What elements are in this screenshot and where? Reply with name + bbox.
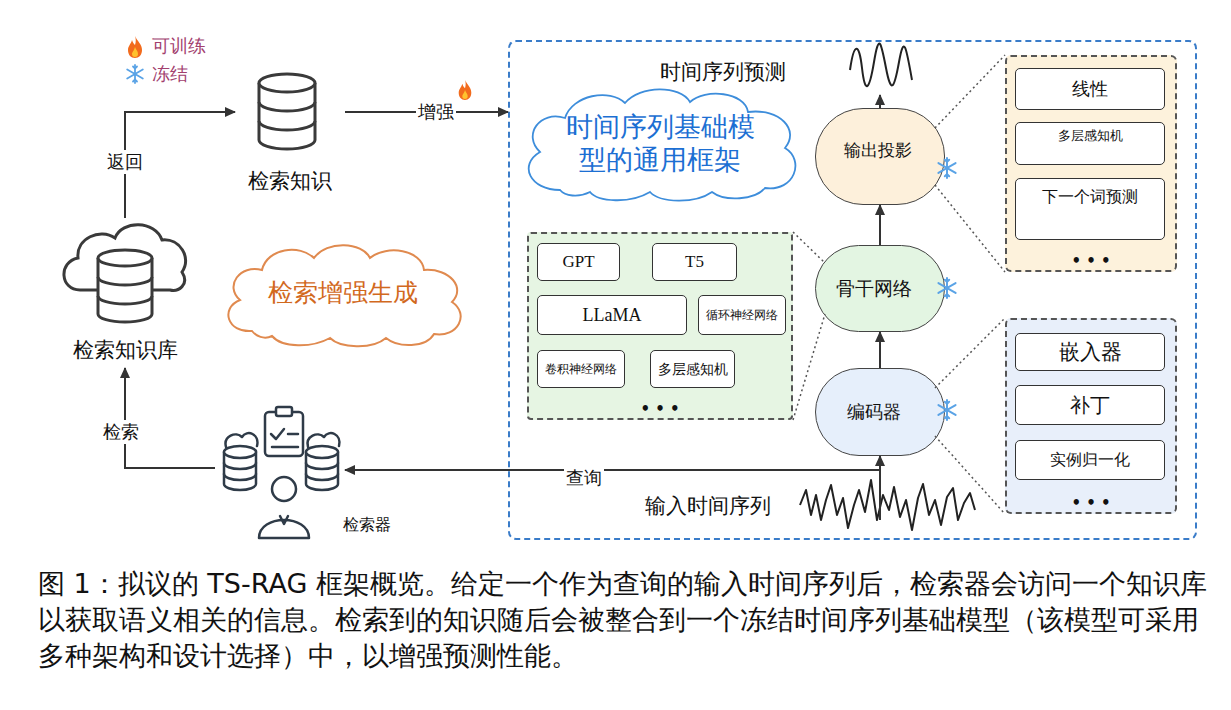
- node-text: • • •: [529, 400, 791, 418]
- edge-label: 检索: [101, 420, 141, 444]
- trainable-symbol: [459, 80, 472, 100]
- node-text: 检索器: [343, 515, 391, 536]
- cloud-path: [228, 245, 460, 346]
- edge-label: 查询: [564, 466, 604, 490]
- edge-label: 返回: [105, 150, 145, 174]
- node-text: 实例归一化: [1050, 450, 1130, 471]
- node-text: • • •: [1007, 252, 1175, 270]
- output-waveform: [850, 44, 912, 87]
- node-text: GPT: [562, 252, 594, 272]
- backbone-pill: 骨干网络: [815, 245, 945, 332]
- option-box: 补丁: [1015, 385, 1165, 425]
- dotted-leader: [935, 318, 1005, 514]
- connector-line: [879, 456, 881, 520]
- node-text: 编码器: [847, 400, 901, 424]
- node-text: 时间序列预测: [660, 58, 786, 86]
- framework-box: 时间序列基础模型的通用框架时间序列预测输出投影• • •线性多层感知机下一个词预…: [508, 40, 1197, 540]
- connector-line: [879, 95, 881, 108]
- input-series: 输入时间序列: [640, 470, 975, 535]
- node-text: 下一个词预测: [1016, 187, 1164, 208]
- figure-caption: 图 1：拟议的 TS-RAG 框架概览。给定一个作为查询的输入时间序列后，检索器…: [38, 566, 1223, 674]
- connector-line: [935, 185, 1005, 272]
- frozen-symbol: [127, 65, 143, 83]
- arrow-connector: [880, 205, 881, 245]
- forecast-output: 时间序列预测: [640, 50, 920, 95]
- head-options-box: • • • 线性多层感知机下一个词预测: [1005, 55, 1177, 272]
- dotted-leader: [935, 55, 1005, 272]
- node-text: 线性: [1072, 77, 1108, 101]
- node-text: 多层感知机: [652, 361, 734, 377]
- legend-text: 冻结: [152, 62, 188, 86]
- arrow-connector: [880, 456, 881, 520]
- connector-line: [935, 436, 1005, 514]
- node-text: LLaMA: [583, 305, 642, 326]
- model-box: 卷积神经网络: [537, 350, 625, 388]
- connector-line: [793, 232, 825, 263]
- node-text: T5: [685, 252, 704, 272]
- node-text: 时间序列基础模型的通用框架: [560, 110, 760, 176]
- option-box: 实例归一化: [1015, 440, 1165, 480]
- arrow-connector: [125, 368, 215, 468]
- arrow-connector: [880, 95, 881, 108]
- connector-line: [879, 332, 881, 368]
- option-box: 线性: [1015, 68, 1165, 110]
- node-text: 检索知识: [235, 167, 345, 195]
- option-box: 下一个词预测: [1015, 178, 1165, 240]
- model-box: 多层感知机: [650, 350, 735, 388]
- knowledge-node: 检索知识: [235, 70, 345, 195]
- arrow-connector: [880, 332, 881, 368]
- retriever-node: 检索器: [215, 405, 345, 540]
- model-box: 循环神经网络: [698, 295, 786, 335]
- retriever-icon: [224, 407, 339, 538]
- encoder-options-box: • • • 嵌入器补丁实例归一化: [1005, 318, 1177, 514]
- node-text: 补丁: [1070, 392, 1110, 419]
- connector-line: [879, 205, 881, 245]
- node-text: 检索增强生成: [268, 276, 418, 309]
- heading-cloud: [529, 89, 796, 200]
- output-projection-pill: 输出投影: [815, 108, 945, 205]
- node-text: 检索知识库: [50, 336, 200, 364]
- option-box: 多层感知机: [1015, 122, 1165, 165]
- node-text: 输出投影: [844, 139, 912, 162]
- option-box: 嵌入器: [1015, 333, 1165, 371]
- connector-line: [345, 469, 880, 471]
- connector-line: [935, 318, 1005, 388]
- arrow-connector: [345, 470, 880, 471]
- node-text: 循环神经网络: [701, 308, 783, 322]
- node-text: 多层感知机: [1016, 127, 1164, 145]
- trainable-symbol: [128, 36, 142, 58]
- connector-line: [125, 368, 215, 468]
- node-text: 输入时间序列: [645, 492, 771, 520]
- model-box: LLaMA: [537, 295, 687, 335]
- encoder-pill: 编码器: [815, 368, 945, 456]
- node-text: 嵌入器: [1059, 338, 1122, 366]
- node-text: 骨干网络: [836, 276, 912, 302]
- node-text: • • •: [1007, 494, 1175, 512]
- backbone-options-box: • • • GPT T5LLaMA 循环神经网络卷积神经网络 多层感知机: [527, 232, 793, 420]
- edge-label: 增强: [416, 100, 456, 124]
- legend-text: 可训练: [152, 34, 206, 58]
- model-box: GPT: [537, 243, 620, 281]
- connector-line: [935, 55, 1005, 128]
- cloud-database-icon: [64, 225, 186, 322]
- model-box: T5: [652, 243, 737, 281]
- rag-cloud: 检索增强生成: [212, 236, 474, 348]
- knowledge-base-node: 检索知识库: [50, 218, 200, 368]
- node-text: 卷积神经网络: [540, 362, 622, 376]
- input-waveform: [800, 480, 975, 530]
- database-icon: [259, 74, 315, 149]
